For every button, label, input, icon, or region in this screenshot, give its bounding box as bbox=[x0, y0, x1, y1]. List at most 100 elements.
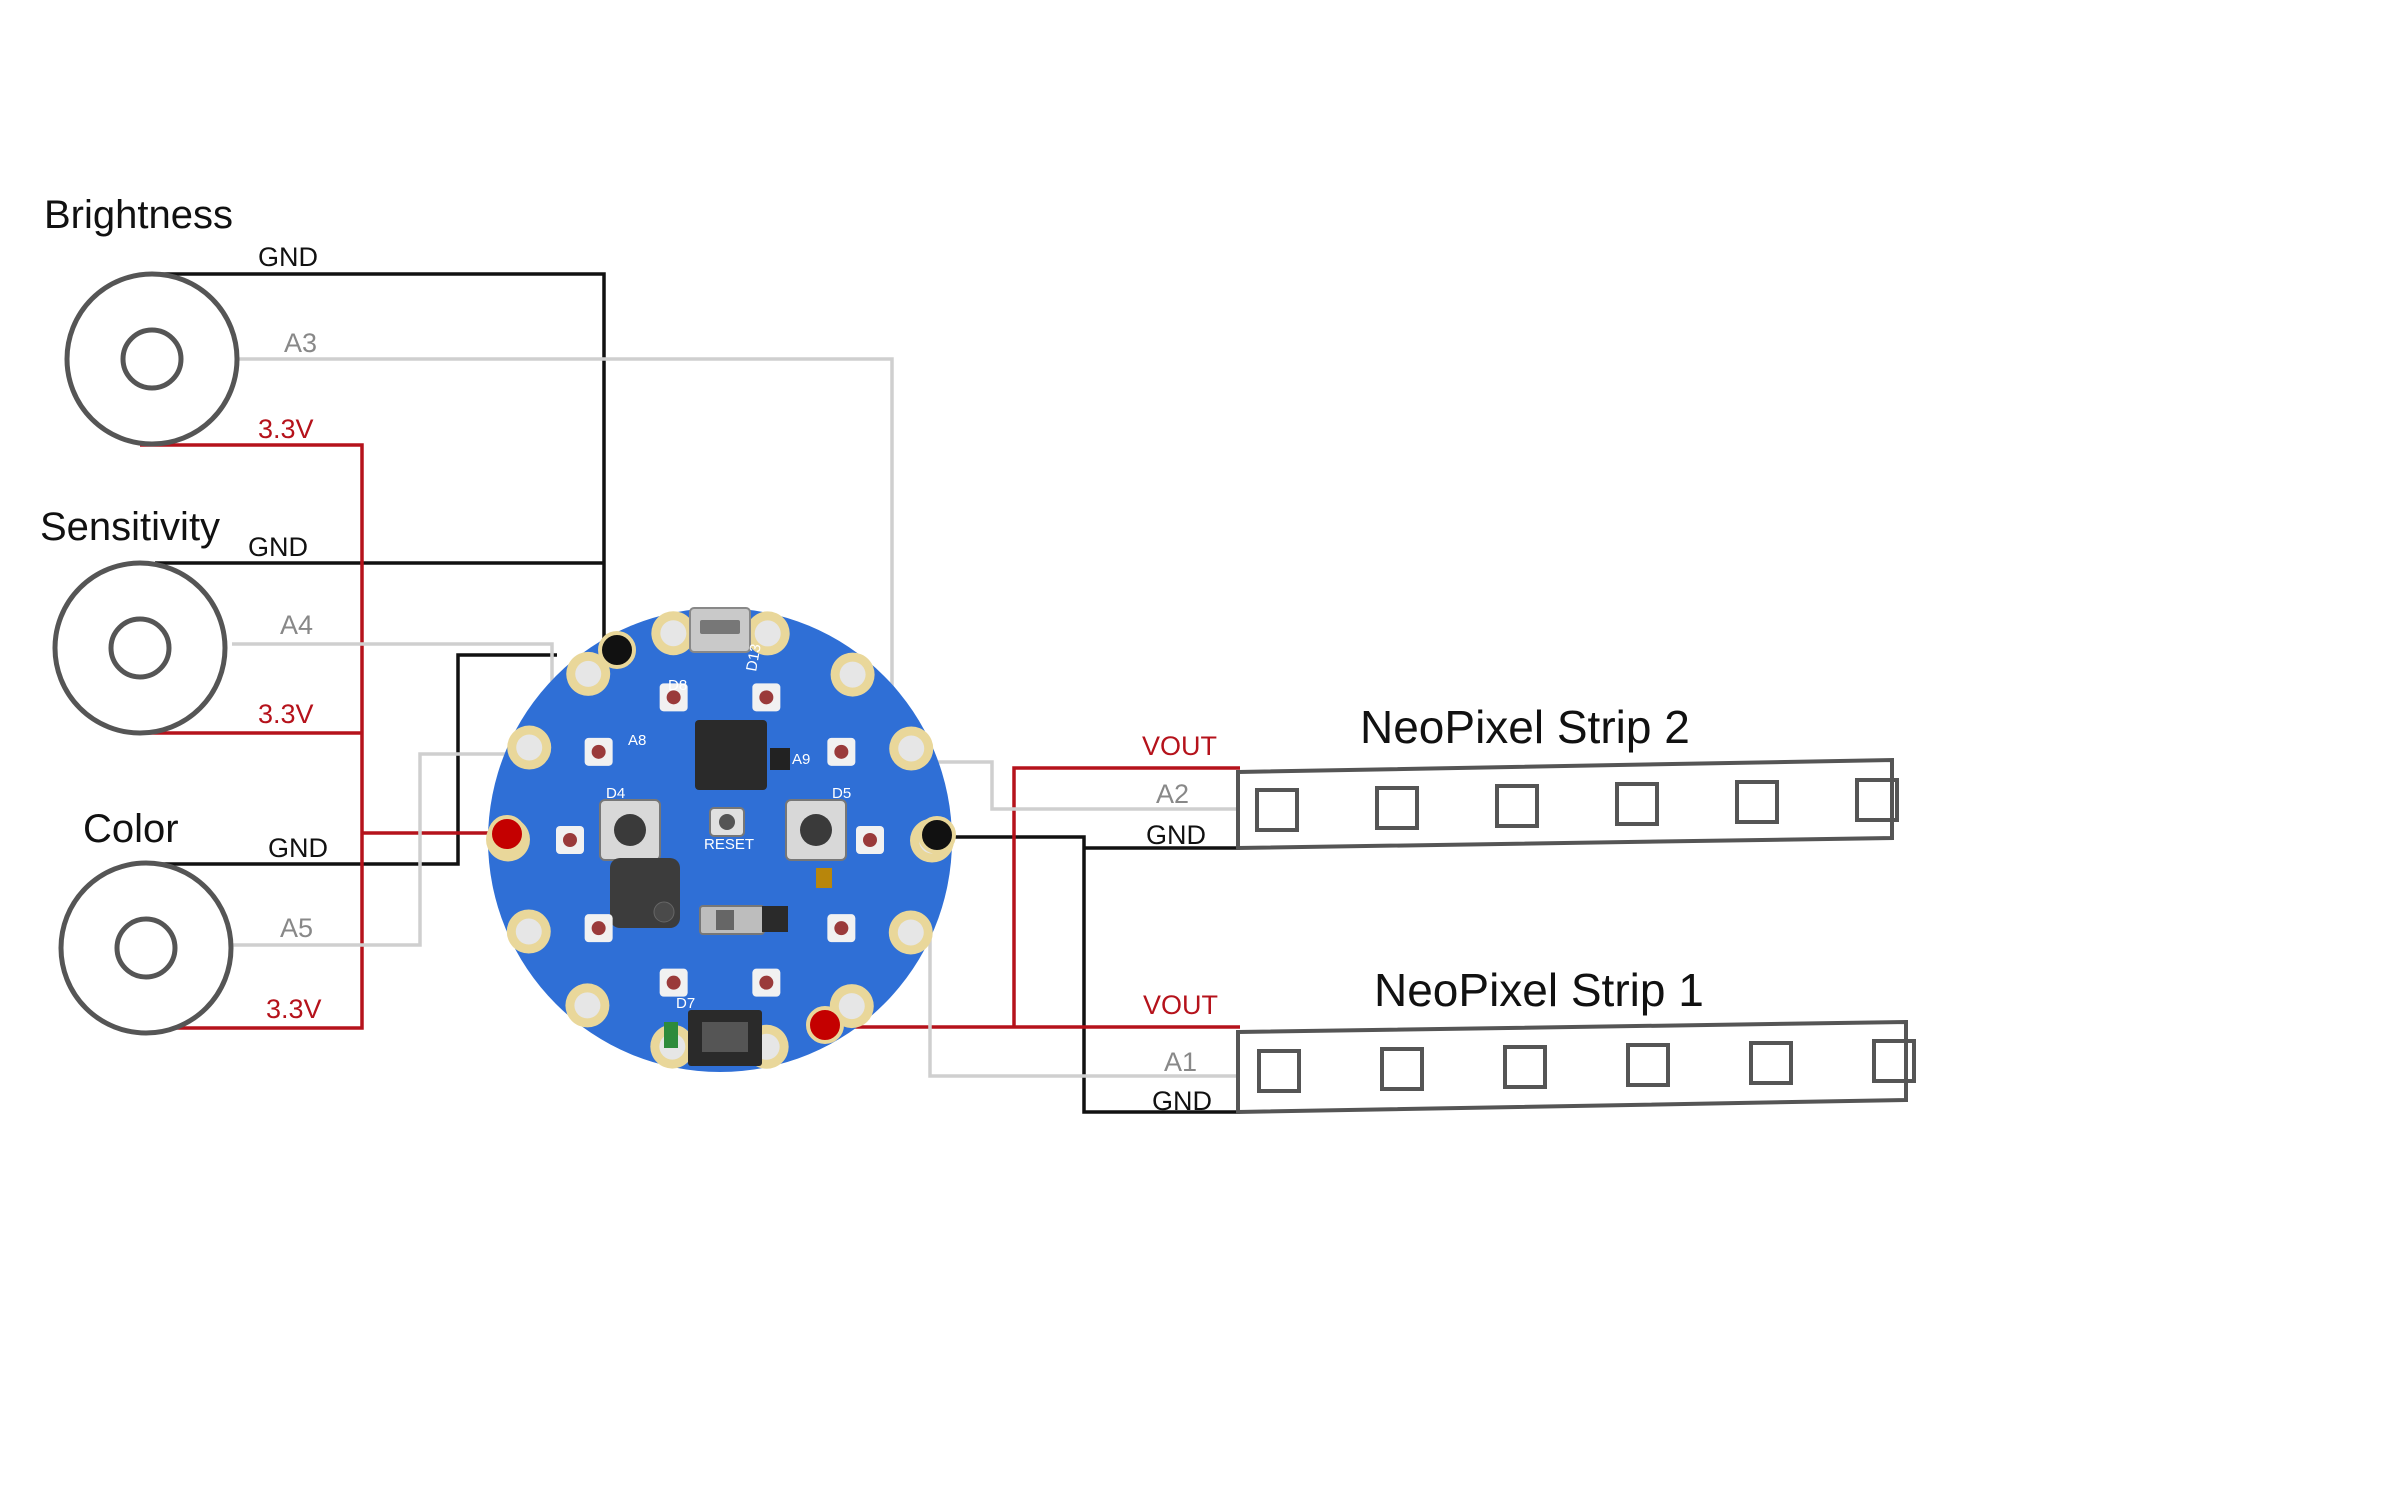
potentiometer-brightness: Brightness GND A3 3.3V bbox=[44, 193, 318, 447]
connection-dots bbox=[488, 631, 956, 1044]
strip-pixel bbox=[1855, 778, 1899, 822]
strip-pixel bbox=[1615, 782, 1659, 826]
signal-label: A5 bbox=[280, 913, 313, 943]
board-led-die bbox=[591, 921, 606, 936]
pot-title: Sensitivity bbox=[40, 505, 220, 549]
3v3-connection-dot bbox=[488, 815, 526, 853]
board-pad-hole bbox=[660, 620, 687, 647]
strip-pixels bbox=[1255, 778, 1899, 832]
power-led bbox=[664, 1022, 678, 1048]
a5-wire bbox=[232, 752, 520, 947]
d7-label: D7 bbox=[676, 995, 695, 1012]
d4-label: D4 bbox=[606, 785, 625, 802]
board-pad-hole bbox=[898, 735, 925, 762]
circuit-playground-board: RESET D13 D8 D4 D5 D7 A8 A9 bbox=[486, 607, 954, 1072]
reset-button-cap bbox=[719, 814, 735, 830]
d8-label: D8 bbox=[668, 677, 687, 694]
button-a-cap bbox=[614, 814, 646, 846]
a4-wire bbox=[232, 642, 554, 688]
pot-3v3-bus bbox=[140, 443, 364, 1030]
pot-knob-inner bbox=[108, 616, 172, 680]
pot-knob-inner bbox=[114, 916, 178, 980]
color-gnd-wire bbox=[155, 653, 557, 866]
strip-pixel bbox=[1735, 780, 1779, 824]
button-b-cap bbox=[800, 814, 832, 846]
board-led-die bbox=[834, 744, 849, 759]
board-led-die bbox=[863, 833, 877, 847]
board-led-die bbox=[666, 690, 681, 705]
gnd-label: GND bbox=[248, 532, 308, 562]
ground-wires bbox=[155, 272, 1240, 1114]
strip-body bbox=[1236, 757, 1894, 851]
battery-connector-socket bbox=[702, 1022, 748, 1052]
power-wires bbox=[140, 443, 1240, 1030]
vout-connection-dot bbox=[806, 1006, 844, 1044]
board-pad-hole bbox=[516, 734, 543, 761]
gnd-connection-dot bbox=[598, 631, 636, 669]
gnd-label: GND bbox=[1152, 1086, 1212, 1116]
neopixel-strip-1: NeoPixel Strip 1 VOUT A1 GND bbox=[1143, 964, 1916, 1116]
board-neopixels bbox=[556, 683, 884, 997]
gnd-label: GND bbox=[1146, 820, 1206, 850]
strip-body bbox=[1236, 1019, 1908, 1115]
board-pad-hole bbox=[575, 660, 602, 687]
sensor-chip bbox=[770, 748, 790, 770]
slide-switch-knob bbox=[716, 910, 734, 930]
vout-label: VOUT bbox=[1143, 990, 1218, 1020]
board-pad-hole bbox=[897, 919, 924, 946]
pot-knob-inner bbox=[120, 327, 184, 391]
a9-label: A9 bbox=[792, 751, 810, 768]
light-sensor bbox=[816, 868, 832, 888]
vout-to-strip2-wire bbox=[1012, 766, 1240, 1027]
signal-wires bbox=[232, 357, 1240, 1078]
power-label: 3.3V bbox=[258, 414, 314, 444]
strip-pixel bbox=[1626, 1043, 1670, 1087]
board-led-die bbox=[759, 975, 774, 990]
board-pad-hole bbox=[838, 993, 865, 1020]
gnd-label: GND bbox=[258, 242, 318, 272]
signal-label: A4 bbox=[280, 610, 313, 640]
strip-pixel bbox=[1380, 1047, 1424, 1091]
brightness-gnd-wire bbox=[160, 272, 606, 645]
board-pad-hole bbox=[754, 620, 781, 647]
d5-label: D5 bbox=[832, 785, 851, 802]
signal-label: A1 bbox=[1164, 1047, 1197, 1077]
strip-pixel bbox=[1255, 788, 1299, 832]
a8-label: A8 bbox=[628, 732, 646, 749]
strip-pixel bbox=[1503, 1045, 1547, 1089]
board-led-die bbox=[834, 921, 849, 936]
board-pad-hole bbox=[839, 661, 866, 688]
strip-pixel bbox=[1375, 786, 1419, 830]
usb-port-icon bbox=[700, 620, 740, 634]
board-led-die bbox=[591, 744, 606, 759]
vout-label: VOUT bbox=[1142, 731, 1217, 761]
neopixel-strip-2: NeoPixel Strip 2 VOUT A2 GND bbox=[1142, 701, 1899, 851]
a2-wire bbox=[930, 760, 1240, 811]
power-label: 3.3V bbox=[258, 699, 314, 729]
gnd-right-connection-dot bbox=[918, 816, 956, 854]
strip-pixel bbox=[1257, 1049, 1301, 1093]
strip-pixel bbox=[1872, 1039, 1916, 1083]
speaker-port bbox=[653, 901, 675, 923]
microcontroller-chip bbox=[695, 720, 767, 790]
board-led-die bbox=[563, 833, 577, 847]
strip1-gnd-wire bbox=[936, 835, 1240, 1114]
a3-wire bbox=[238, 357, 894, 693]
board-led-die bbox=[759, 690, 774, 705]
reset-label: RESET bbox=[704, 836, 754, 853]
a1-wire bbox=[928, 911, 1240, 1078]
gnd-label: GND bbox=[268, 833, 328, 863]
accelerometer-chip bbox=[762, 906, 788, 932]
board-led-die bbox=[666, 975, 681, 990]
board-body bbox=[488, 608, 952, 1072]
d13-label: D13 bbox=[743, 643, 765, 673]
pot-title: Brightness bbox=[44, 193, 233, 237]
strip-pixel bbox=[1749, 1041, 1793, 1085]
power-label: 3.3V bbox=[266, 994, 322, 1024]
potentiometer-color: Color GND A5 3.3V bbox=[58, 807, 328, 1036]
signal-label: A2 bbox=[1156, 779, 1189, 809]
strip-pixels bbox=[1257, 1039, 1916, 1093]
strip-pixel bbox=[1495, 784, 1539, 828]
strip-title: NeoPixel Strip 2 bbox=[1360, 701, 1690, 753]
